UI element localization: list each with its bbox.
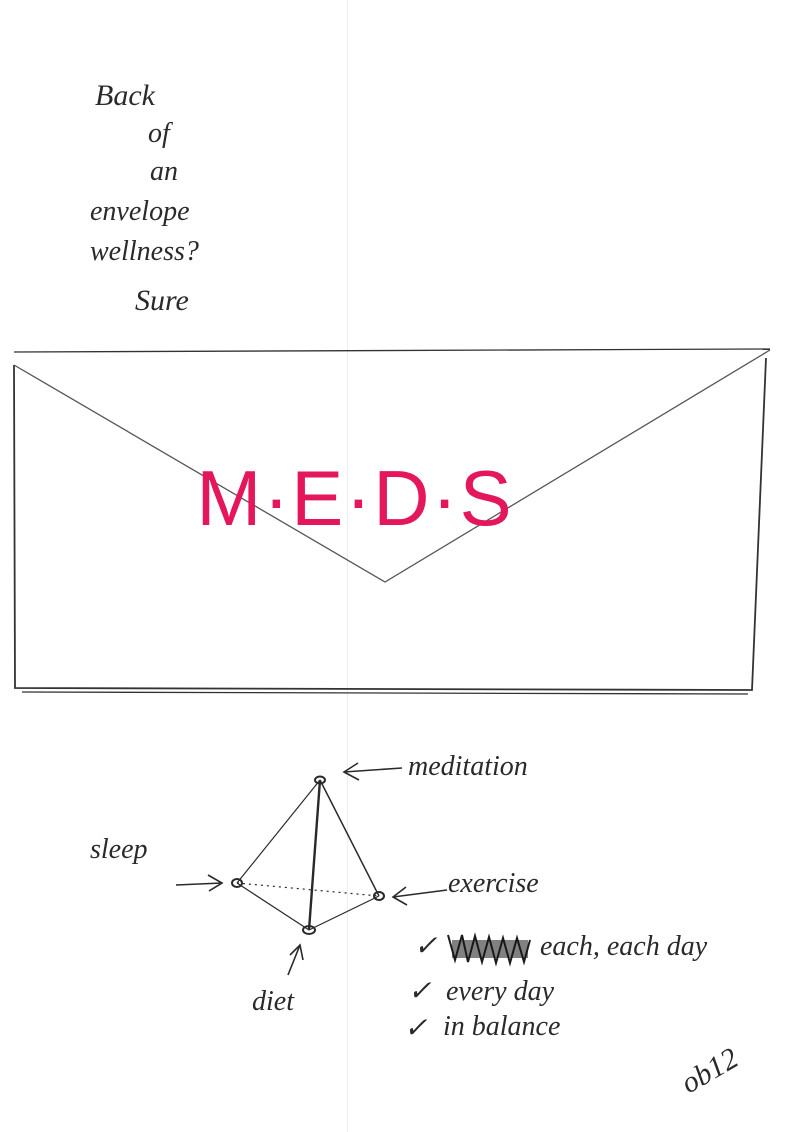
arrow-icon	[391, 886, 448, 906]
vertex-exercise	[373, 891, 385, 901]
check-icon: ✓	[408, 976, 432, 1007]
intro-line: envelope	[90, 196, 190, 227]
label-meditation: meditation	[408, 751, 528, 782]
hidden-edge	[236, 882, 380, 897]
edge	[236, 779, 321, 884]
meds-title: M·E·D·S	[196, 454, 513, 542]
tetrahedron-diagram	[175, 762, 448, 976]
vertex-diet	[302, 925, 316, 935]
label-sleep: sleep	[90, 834, 148, 865]
envelope-flap	[13, 349, 771, 583]
envelope-top-edge	[13, 348, 771, 353]
paper-fold-line	[347, 0, 348, 1132]
label-exercise: exercise	[448, 868, 539, 899]
check-icon: ✓	[404, 1013, 428, 1044]
envelope-drawing	[13, 348, 771, 695]
arrow-icon	[287, 943, 304, 976]
checklist-item: every day	[446, 976, 555, 1007]
vertex-sleep	[231, 878, 243, 888]
edge	[319, 779, 380, 897]
edge	[236, 882, 310, 931]
label-diet: diet	[252, 986, 295, 1017]
intro-line: wellness?	[90, 236, 199, 267]
intro-line: an	[150, 156, 178, 187]
check-icon: ✓	[414, 931, 438, 962]
envelope-body	[13, 357, 767, 691]
intro-line: Sure	[135, 284, 189, 317]
intro-line: of	[148, 118, 173, 149]
intro-text: Back of an envelope wellness? Sure	[90, 79, 199, 317]
scribbled-out-word	[447, 932, 531, 967]
edge	[308, 895, 380, 931]
intro-line: Back	[95, 79, 156, 112]
checklist-item: in balance	[443, 1011, 560, 1042]
signature: ob12	[675, 1041, 743, 1100]
arrow-icon	[175, 874, 224, 892]
checklist-item: each, each day	[540, 931, 708, 962]
edge	[307, 779, 322, 931]
checklist: ✓ each, each day ✓ every day ✓ in balanc…	[404, 931, 708, 1044]
vertex-meditation	[314, 775, 326, 785]
envelope-bottom-edge	[21, 691, 749, 695]
arrow-icon	[342, 762, 403, 781]
